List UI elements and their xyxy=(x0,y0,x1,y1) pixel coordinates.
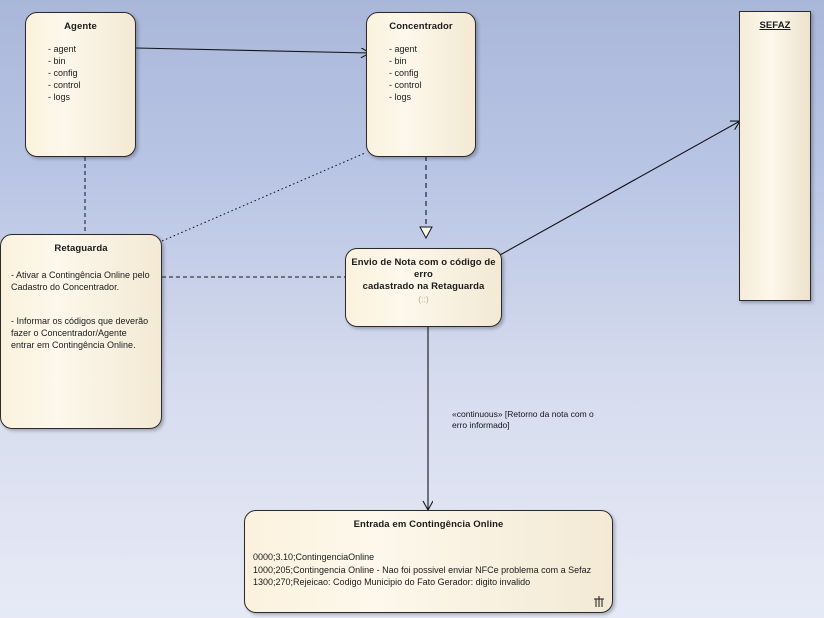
attr-item: - bin xyxy=(48,56,66,66)
edge-envio-to-sefaz xyxy=(499,121,740,256)
node-agente-title: Agente xyxy=(64,21,97,32)
anchor-note-icon xyxy=(594,596,604,607)
node-entrada-title: Entrada em Contingência Online xyxy=(353,519,504,530)
node-retaguarda-title: Retaguarda xyxy=(54,243,108,254)
edge-label-continuous: «continuous» [Retorno da nota com o erro… xyxy=(452,409,594,430)
attr-item: - control xyxy=(48,80,81,90)
node-concentrador[interactable]: Concentrador - agent - bin - config - co… xyxy=(366,12,476,157)
attr-item: - agent xyxy=(48,44,77,54)
code-line: 1300;270;Rejeicao: Codigo Municipio do F… xyxy=(253,577,531,587)
node-envio-subnote: (::) xyxy=(418,294,429,304)
code-line: 0000;3.10;ContingenciaOnline xyxy=(253,552,375,562)
edge-agente-to-concentrador xyxy=(135,47,370,53)
attr-item: - control xyxy=(389,80,422,90)
attr-item: - logs xyxy=(389,92,412,102)
node-envio-title-line2: cadastrado na Retaguarda xyxy=(362,281,485,292)
node-entrada-contingencia[interactable]: Entrada em Contingência Online 0000;3.10… xyxy=(244,510,613,613)
retaguarda-paragraph: - Ativar a Contingência Online pelo Cada… xyxy=(11,270,150,292)
edge-retaguarda-to-concentrador xyxy=(161,152,366,242)
node-envio-de-nota[interactable]: Envio de Nota com o código de erro cadas… xyxy=(345,248,502,327)
node-entrada-code-list: 0000;3.10;ContingenciaOnline 1000;205;Co… xyxy=(245,551,612,589)
node-concentrador-title: Concentrador xyxy=(389,21,453,32)
retaguarda-paragraph: - Informar os códigos que deverão fazer … xyxy=(11,316,149,350)
attr-item: - config xyxy=(389,68,419,78)
node-agente[interactable]: Agente - agent - bin - config - control … xyxy=(25,12,136,157)
attr-item: - bin xyxy=(389,56,407,66)
code-line: 1000;205;Contingencia Online - Nao foi p… xyxy=(253,564,592,575)
attr-item: - config xyxy=(48,68,78,78)
node-retaguarda[interactable]: Retaguarda - Ativar a Contingência Onlin… xyxy=(0,234,162,429)
attr-item: - logs xyxy=(48,92,71,102)
attr-item: - agent xyxy=(389,44,418,54)
node-concentrador-attributes: - agent - bin - config - control - logs xyxy=(377,43,465,103)
node-envio-title-line1: Envio de Nota com o código de erro xyxy=(351,257,496,280)
node-agente-attributes: - agent - bin - config - control - logs xyxy=(36,43,125,103)
node-sefaz[interactable]: SEFAZ xyxy=(739,11,811,301)
node-sefaz-title: SEFAZ xyxy=(759,20,791,31)
